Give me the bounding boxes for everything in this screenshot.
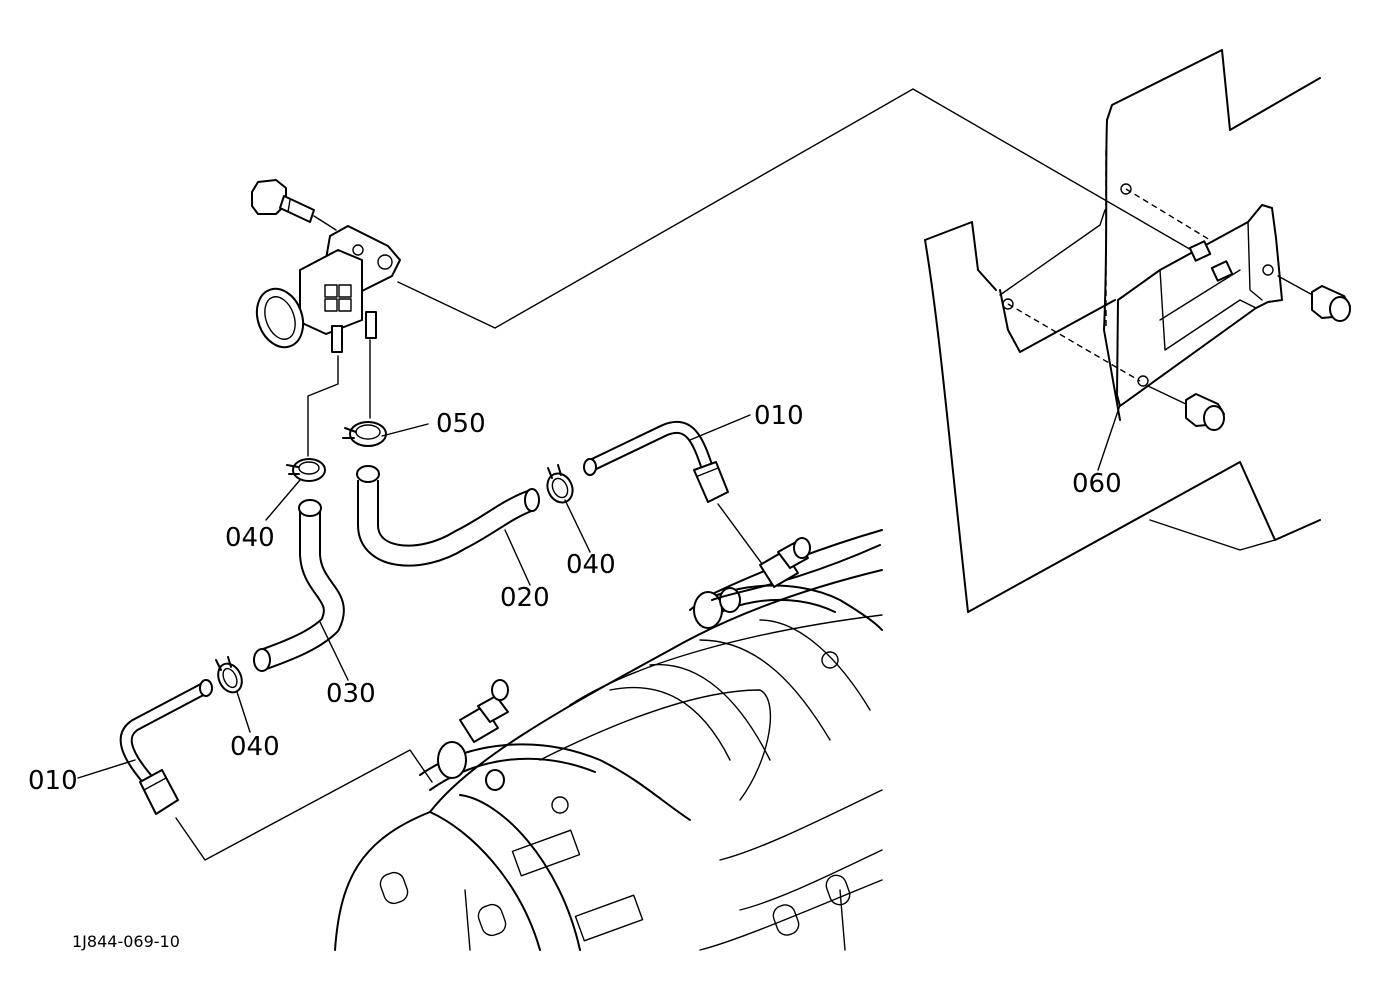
sensor-bolt-icon <box>251 179 337 231</box>
hose-clamp-040-upper <box>286 458 326 482</box>
leader-sensor-to-040 <box>307 355 339 457</box>
sensor-port-upper <box>759 537 811 588</box>
leader-040-upper <box>265 479 301 521</box>
leader-010-left <box>77 759 136 779</box>
part-label-050: 050 <box>436 409 486 439</box>
part-label-040-middle: 040 <box>566 550 616 580</box>
leader-sensor-to-bracket <box>397 88 1201 329</box>
part-label-010-left: 010 <box>28 766 78 796</box>
part-label-060: 060 <box>1072 469 1122 499</box>
hose-020 <box>356 465 540 567</box>
dpf-muffler-body <box>334 529 883 951</box>
leader-030 <box>319 621 349 681</box>
leader-020 <box>504 529 531 586</box>
pressure-sensor <box>255 225 401 353</box>
part-label-010-top: 010 <box>754 401 804 431</box>
hose-clamp-040-lower <box>215 656 243 694</box>
bolt-icon <box>1277 275 1351 322</box>
frame-panel <box>924 49 1321 613</box>
leader-010-top <box>689 414 751 441</box>
bracket-060 <box>1002 183 1283 407</box>
part-label-030: 030 <box>326 679 376 709</box>
leader-050 <box>381 423 429 437</box>
leader-040-lower <box>236 691 251 733</box>
drawing-code: 1J844-069-10 <box>72 932 180 951</box>
leader-040-middle <box>564 499 591 553</box>
hose-030 <box>253 499 345 672</box>
part-label-040-upper: 040 <box>225 523 275 553</box>
sensor-port-lower <box>459 679 509 743</box>
hose-clamp-040-middle <box>546 464 574 504</box>
leader-060 <box>1097 404 1121 471</box>
pipe-010-top <box>583 421 769 573</box>
hose-clamp-050 <box>342 421 387 447</box>
part-label-040-lower: 040 <box>230 732 280 762</box>
part-label-020: 020 <box>500 583 550 613</box>
bolt-icon <box>1147 385 1225 431</box>
pipe-010-left <box>119 679 433 861</box>
